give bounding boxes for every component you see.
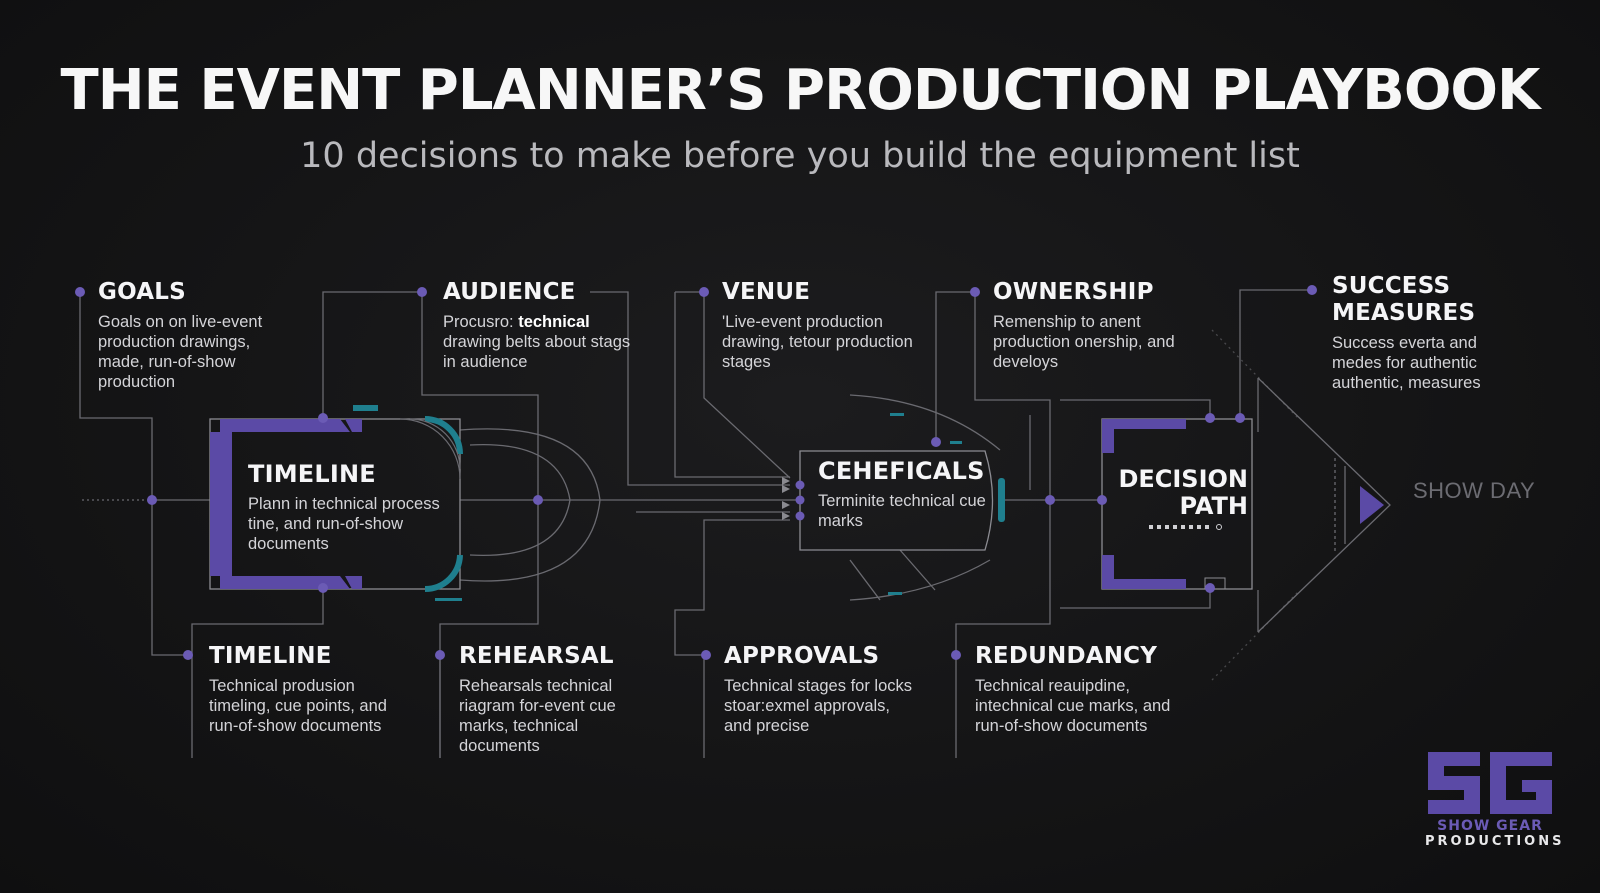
logo-mark-space (1425, 750, 1555, 818)
sg-logo-mark (1428, 752, 1552, 814)
logo-brand-line1: SHOW GEAR (1437, 818, 1543, 834)
node-success-body: Success everta and medes for authentic a… (1332, 334, 1481, 392)
cehaficals-box-frame (799, 413, 1005, 595)
node-venue-title: VENUE (722, 279, 811, 305)
arrowheads (782, 477, 790, 520)
node-dots (75, 285, 1317, 660)
node-success: SUCCESS MEASURES Success everta and mede… (1332, 273, 1522, 393)
node-ownership: OWNERSHIP Remenship to anent production … (993, 279, 1183, 372)
node-goals-body: Goals on on live-event production drawin… (98, 313, 263, 391)
node-success-title-1: SUCCESS (1332, 273, 1451, 299)
node-audience-body-bold: technical (518, 313, 590, 331)
node-redundancy-title: REDUNDANCY (975, 643, 1158, 669)
node-redundancy: REDUNDANCY Technical reauipdine, intechn… (975, 643, 1175, 736)
node-timeline-title: TIMELINE (209, 643, 332, 669)
node-rehearsal: REHEARSAL Rehearsals technical riagram f… (459, 643, 649, 756)
node-timeline-box: TIMELINE Plann in technical process tine… (248, 461, 448, 554)
node-audience-title: AUDIENCE (443, 279, 576, 305)
node-rehearsal-body: Rehearsals technical riagram for-event c… (459, 677, 616, 755)
page-title: THE EVENT PLANNER’S PRODUCTION PLAYBOOK (60, 58, 1541, 123)
node-timeline: TIMELINE Technical produsion timeling, c… (209, 643, 394, 736)
node-ownership-title: OWNERSHIP (993, 279, 1154, 305)
node-rehearsal-title: REHEARSAL (459, 643, 614, 669)
node-timeline-box-title: TIMELINE (248, 460, 376, 488)
logo-brand-line2: PRODUCTIONS (1425, 834, 1565, 849)
node-goals: GOALS Goals on on live-event production … (98, 279, 298, 392)
node-cehaficals-title: CEHEFICALS (818, 457, 985, 485)
node-timeline-box-body: Plann in technical process tine, and run… (248, 495, 440, 553)
decision-box-frame (1101, 418, 1253, 590)
node-venue: VENUE 'Live-event production drawing, te… (722, 279, 922, 372)
node-audience: AUDIENCE Procusro: technical drawing bel… (443, 279, 633, 372)
timeline-box-frame (209, 405, 463, 601)
node-audience-body: Procusro: technical drawing belts about … (443, 312, 633, 372)
node-approvals-title: APPROVALS (724, 643, 880, 669)
play-icon (1360, 486, 1384, 524)
node-audience-body-prefix: Procusro: (443, 313, 519, 331)
node-approvals: APPROVALS Technical stages for locks sto… (724, 643, 914, 736)
node-ownership-body: Remenship to anent production onership, … (993, 313, 1175, 371)
node-approvals-body: Technical stages for locks stoar:exmel a… (724, 677, 913, 735)
node-venue-body: 'Live-event production drawing, tetour p… (722, 313, 913, 371)
node-redundancy-body: Technical reauipdine, intechnical cue ma… (975, 677, 1171, 735)
node-timeline-body: Technical produsion timeling, cue points… (209, 677, 387, 735)
decision-path-title-1: DECISION (1118, 465, 1248, 493)
node-cehaficals: CEHEFICALS Terminite technical cue marks (818, 458, 998, 531)
page-subtitle: 10 decisions to make before you build th… (300, 136, 1300, 176)
connector-lines (79, 289, 1391, 758)
node-goals-title: GOALS (98, 279, 186, 305)
decision-path-title: DECISION PATH (1112, 466, 1248, 520)
node-audience-body-rest: drawing belts about stags in audience (443, 333, 631, 371)
show-day-label: SHOW DAY (1413, 478, 1536, 503)
company-logo: SHOW GEAR PRODUCTIONS (1425, 750, 1565, 850)
decision-path-title-2: PATH (1179, 492, 1248, 520)
node-cehaficals-body: Terminite technical cue marks (818, 492, 986, 530)
node-success-title-2: MEASURES (1332, 300, 1476, 326)
